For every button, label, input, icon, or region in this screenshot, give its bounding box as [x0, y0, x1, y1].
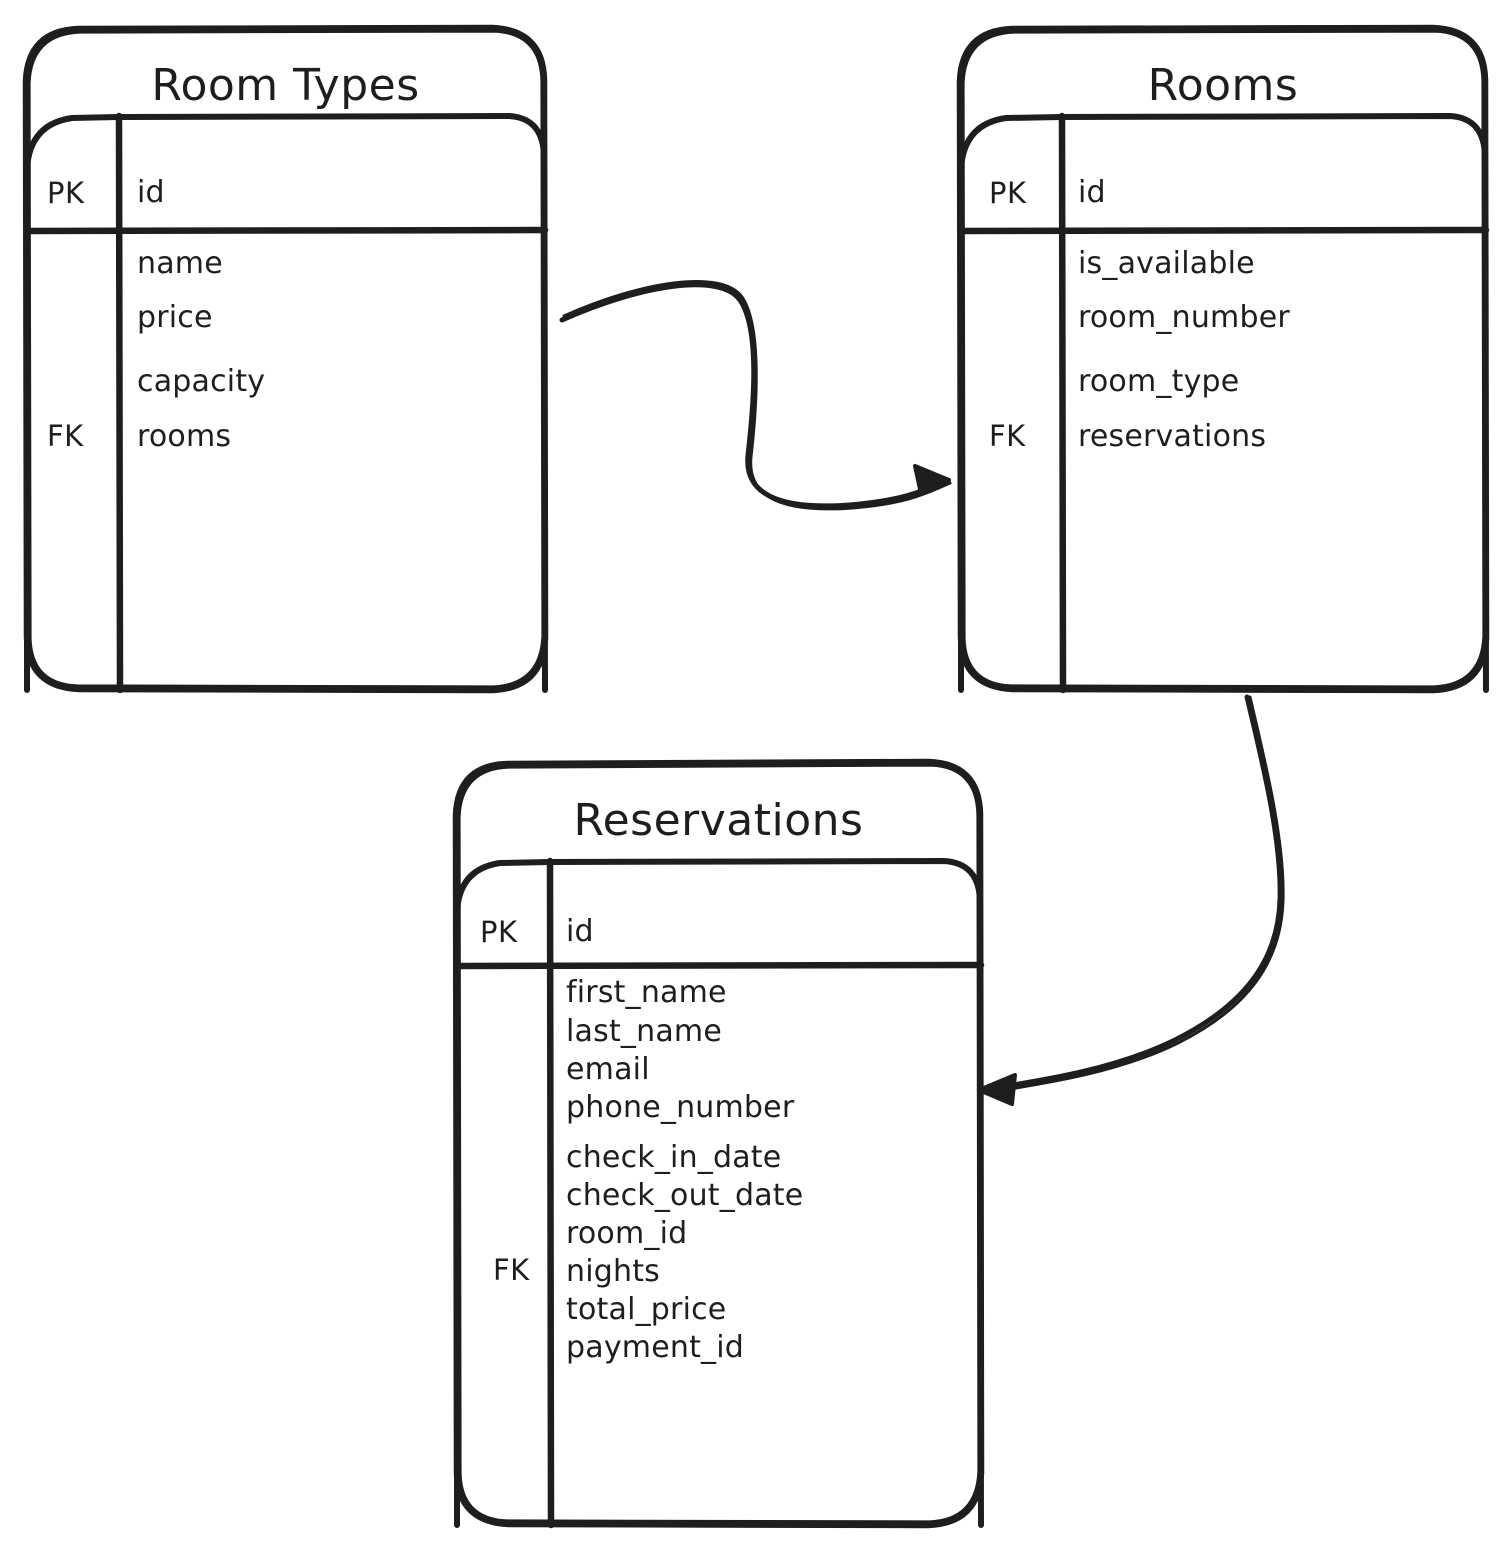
rooms-title: Rooms	[1147, 60, 1299, 111]
room-types-entity-outline	[22, 24, 549, 694]
rooms-field-reservations: reservations	[1078, 419, 1267, 454]
rooms-pk-label: PK	[989, 176, 1027, 210]
rooms-grid	[957, 112, 1490, 694]
relationship-room-types-to-rooms	[559, 280, 952, 511]
reservations-field-phone-number: phone_number	[566, 1090, 795, 1125]
room-types-field-name: name	[137, 246, 223, 281]
reservations-fk-label: FK	[493, 1253, 530, 1287]
room-types-field-price: price	[137, 300, 213, 335]
room-types-fk-label: FK	[47, 419, 84, 453]
relationship-rooms-to-reservations	[977, 694, 1285, 1106]
room-types-field-capacity: capacity	[137, 364, 266, 399]
reservations-field-first-name: first_name	[566, 975, 727, 1010]
reservations-field-payment-id: payment_id	[566, 1330, 745, 1365]
rooms-field-room-type: room_type	[1078, 364, 1240, 399]
room-types-field-rooms: rooms	[137, 419, 232, 454]
reservations-field-nights: nights	[566, 1254, 660, 1289]
room-types-grid	[23, 112, 549, 694]
reservations-field-check-in-date: check_in_date	[566, 1140, 782, 1175]
rooms-pk-field: id	[1078, 175, 1106, 210]
reservations-field-total-price: total_price	[566, 1292, 727, 1327]
reservations-title: Reservations	[573, 795, 864, 846]
reservations-field-check-out-date: check_out_date	[566, 1178, 804, 1213]
rooms-entity-outline	[956, 24, 1490, 694]
room-types-pk-label: PK	[47, 176, 85, 210]
rooms-fk-label: FK	[989, 419, 1026, 453]
reservations-field-email: email	[566, 1052, 650, 1087]
rooms-field-is-available: is_available	[1078, 246, 1255, 281]
reservations-field-room-id: room_id	[566, 1216, 688, 1251]
reservations-pk-field: id	[566, 914, 594, 949]
room-types-title: Room Types	[151, 60, 420, 111]
reservations-field-last-name: last_name	[566, 1014, 722, 1049]
rooms-field-room-number: room_number	[1078, 300, 1290, 335]
reservations-pk-label: PK	[480, 915, 518, 949]
room-types-pk-field: id	[137, 175, 165, 210]
